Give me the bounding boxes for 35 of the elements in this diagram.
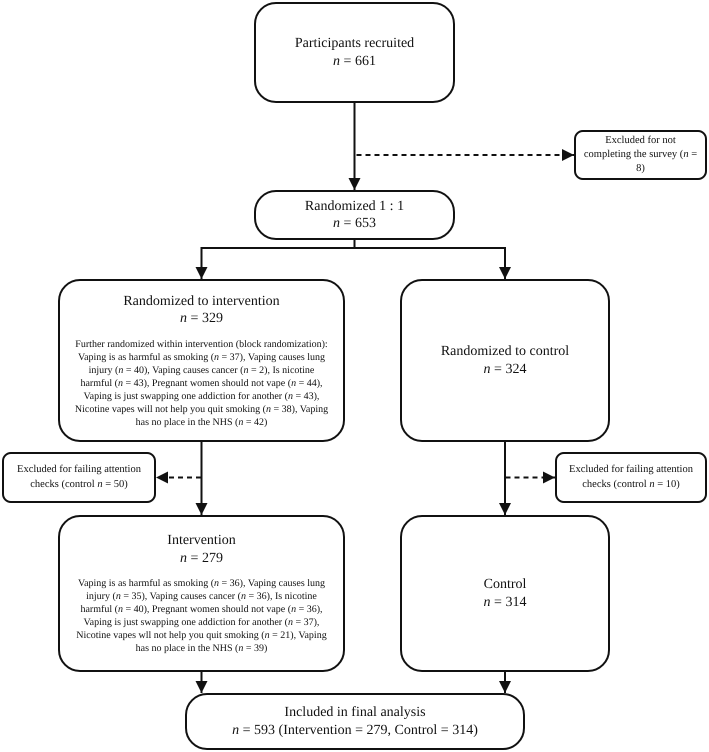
exclusion-box bbox=[2, 452, 156, 503]
box-heading: Randomized 1 : 1 bbox=[304, 198, 404, 215]
box-text: Excluded for not completing the survey (n = 8) bbox=[582, 134, 698, 176]
box-body-text: Further randomized within intervention (block randomization): Vaping is as harmful as smoking (n = 37), Vaping causes lung injury (n = 40), Vaping causes cancer (n = 2), Is nicotine harmful (n = 43), Pregnant women should not vape (n = 44), Vaping is just swapping one addiction for another (n = 43), Nicotine vapes will not help you quit smoking (n = 38), Vaping has no place in the NHS (n = 42) bbox=[74, 338, 330, 428]
box-text: Excluded for failing attention checks (control n = 10) bbox=[568, 463, 694, 492]
box-heading: Randomized to control bbox=[440, 343, 570, 360]
exclusion-box bbox=[574, 130, 707, 180]
count-text: n = 324 bbox=[484, 360, 526, 378]
arrow bbox=[499, 672, 511, 693]
box-body-text: Vaping is as harmful as smoking (n = 36), Vaping causes lung injury (n = 35), Vaping causes cancer (n = 36), Is nicotine harmful (n = 40), Pregnant women should not vape (n = 36), Vaping is just swapping one addiction for another (n = 37), Nicotine vapes wll not help you quit smoking (n = 21), Vaping has no place in the NHS (n = 39) bbox=[75, 577, 328, 655]
box-heading: Randomized to intervention bbox=[123, 292, 280, 310]
process-box bbox=[58, 515, 345, 672]
count-text: n = 314 bbox=[484, 594, 526, 611]
arrow bbox=[354, 103, 574, 161]
process-box bbox=[254, 190, 455, 240]
count-text: n = 661 bbox=[333, 52, 376, 70]
box-heading: Included in final analysis bbox=[284, 704, 426, 722]
arrow bbox=[504, 442, 555, 484]
exclusion-box bbox=[555, 452, 707, 503]
count-text: n = 329 bbox=[180, 310, 223, 328]
process-box bbox=[58, 279, 345, 442]
process-box bbox=[400, 279, 610, 442]
count-text: n = 279 bbox=[180, 550, 223, 567]
box-heading: Participants recruited bbox=[294, 35, 414, 52]
arrow bbox=[196, 672, 208, 693]
count-text: n = 593 (Intervention = 279, Control = 314) bbox=[232, 722, 478, 739]
count-text: n = 653 bbox=[333, 215, 376, 232]
process-box bbox=[254, 2, 455, 103]
box-text: Excluded for failing attention checks (control n = 50) bbox=[16, 463, 142, 492]
arrow bbox=[354, 240, 511, 279]
box-heading: Intervention bbox=[167, 532, 236, 550]
process-box bbox=[185, 693, 525, 750]
box-heading: Control bbox=[484, 576, 526, 594]
process-box bbox=[400, 515, 610, 672]
arrow bbox=[156, 442, 202, 484]
